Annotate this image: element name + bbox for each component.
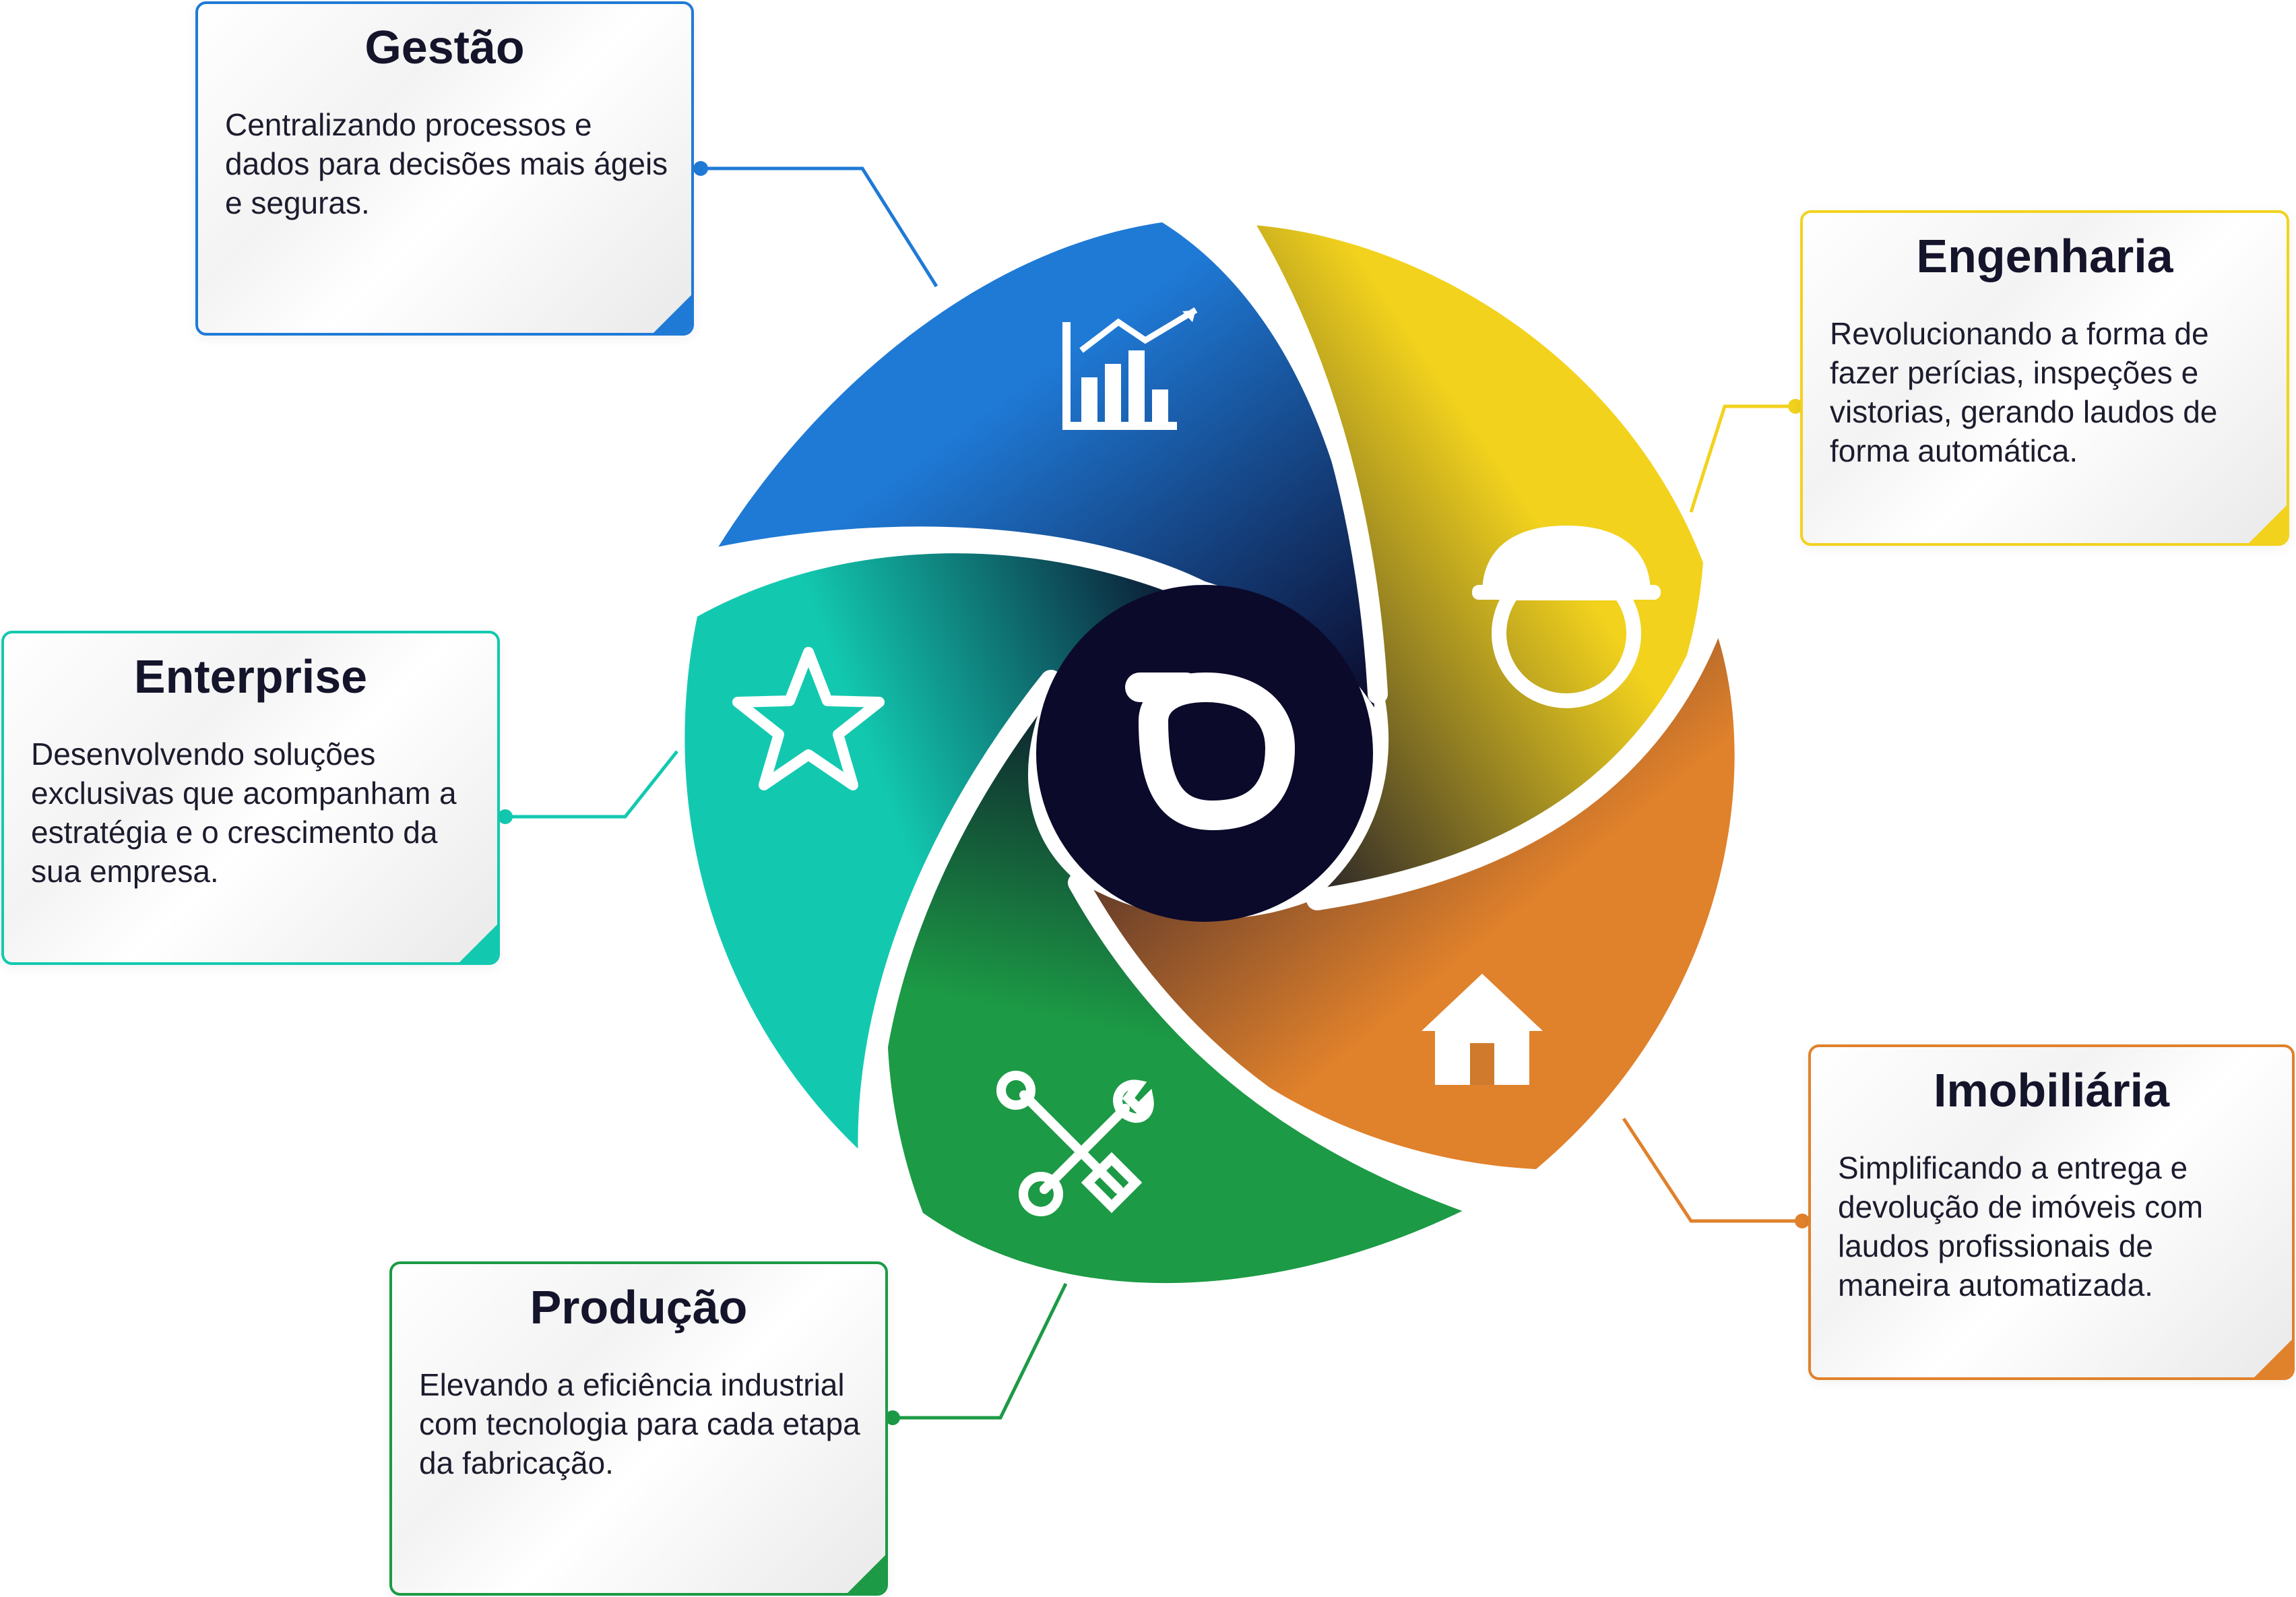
hard-hat-icon (1472, 526, 1661, 708)
card-title: Enterprise (133, 650, 368, 703)
corner-accent (848, 1555, 885, 1593)
card-title: Gestão (364, 21, 525, 73)
card-title: Produção (530, 1281, 748, 1334)
card-description: Revolucionando a forma de fazer perícias… (1830, 316, 2218, 468)
connector-enterprise (498, 750, 678, 824)
star-icon (732, 647, 885, 790)
card-title: Imobiliária (1933, 1064, 2170, 1117)
segment-imobiliaria[interactable] (1075, 627, 1735, 1169)
connector-imobiliaria (1622, 1117, 1810, 1228)
corner-accent (459, 925, 497, 962)
card-title: Engenharia (1916, 230, 2173, 282)
card-producao: Produção Elevando a eficiência industria… (389, 1261, 888, 1596)
corner-accent (2254, 1340, 2292, 1377)
card-enterprise: Enterprise Desenvolvendo soluções exclus… (1, 631, 500, 965)
connector-producao (885, 1282, 1068, 1425)
segment-producao[interactable] (887, 681, 1479, 1284)
card-gestao: Gestão Centralizando processos e dados p… (195, 1, 694, 336)
d-logo-icon (1125, 672, 1296, 831)
corner-accent (653, 295, 691, 333)
card-description: Elevando a eficiência industrial com tec… (419, 1367, 860, 1480)
tools-icon (996, 1071, 1154, 1216)
connector-engenharia (1689, 399, 1803, 513)
segment-gestao[interactable] (713, 222, 1374, 708)
chart-growth-icon (1062, 307, 1198, 430)
card-description: Centralizando processos e dados para dec… (225, 107, 668, 220)
card-engenharia: Engenharia Revolucionando a forma de faz… (1800, 210, 2289, 546)
house-icon (1422, 974, 1543, 1085)
segment-engenharia[interactable] (1245, 224, 1703, 900)
corner-accent (2249, 505, 2287, 543)
connector-gestao (693, 161, 938, 288)
card-description: Simplificando a entrega e devolução de i… (1838, 1150, 2204, 1303)
card-description: Desenvolvendo soluções exclusivas que ac… (31, 737, 457, 889)
card-imobiliaria: Imobiliária Simplificando a entrega e de… (1808, 1044, 2295, 1380)
center-disk (1036, 585, 1373, 922)
